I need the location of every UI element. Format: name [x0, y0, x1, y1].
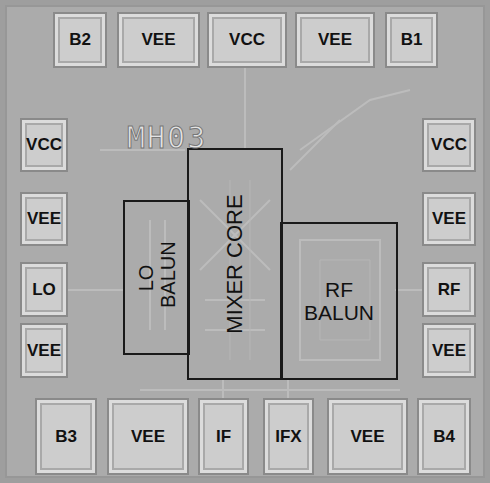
- bond-pad: VCC: [422, 118, 476, 172]
- pin-name: B1: [401, 30, 423, 50]
- pin-name: VEE: [318, 30, 352, 50]
- bond-pad: IFX: [263, 398, 314, 475]
- pin-name: VEE: [27, 341, 61, 361]
- pin-name: B4: [433, 427, 455, 447]
- bond-pad: RF: [422, 262, 476, 317]
- pin-name: B2: [69, 30, 91, 50]
- pin-name: VCC: [26, 135, 62, 155]
- pin-name: VEE: [141, 30, 175, 50]
- bond-pad: IF: [198, 398, 249, 475]
- pin-name: VEE: [350, 427, 384, 447]
- circuit-block: RF BALUN: [280, 222, 398, 380]
- block-label: LO BALUN: [135, 248, 179, 308]
- bond-pad: VCC: [20, 118, 68, 172]
- pin-name: LO: [32, 280, 56, 300]
- bond-pad: B2: [53, 12, 107, 68]
- circuit-block: LO BALUN: [123, 200, 190, 355]
- bond-pad: VEE: [327, 398, 408, 475]
- bond-pad: VEE: [295, 12, 375, 68]
- pin-name: RF: [438, 280, 461, 300]
- pin-name: VCC: [431, 135, 467, 155]
- block-label: RF BALUN: [289, 278, 389, 324]
- pin-name: B3: [55, 427, 77, 447]
- pin-name: IF: [216, 427, 231, 447]
- pin-name: VEE: [131, 427, 165, 447]
- bond-pad: VEE: [117, 12, 200, 68]
- block-label: MIXER CORE: [223, 164, 247, 364]
- bond-pad: VEE: [20, 323, 68, 378]
- pin-name: VEE: [432, 209, 466, 229]
- bond-pad: VEE: [107, 398, 189, 475]
- bond-pad: B3: [35, 398, 97, 475]
- chip-marking: MH03: [127, 120, 207, 155]
- bond-pad: VEE: [422, 192, 476, 246]
- bond-pad: VCC: [207, 12, 287, 68]
- circuit-block: MIXER CORE: [187, 148, 283, 380]
- bond-pad: B4: [417, 398, 471, 475]
- pin-name: IFX: [275, 427, 301, 447]
- pin-name: VEE: [27, 209, 61, 229]
- bond-pad: B1: [385, 12, 438, 68]
- bond-pad: VEE: [20, 192, 68, 246]
- pin-name: VEE: [432, 341, 466, 361]
- bond-pad: LO: [20, 262, 68, 317]
- bond-pad: VEE: [422, 323, 476, 378]
- pin-name: VCC: [229, 30, 265, 50]
